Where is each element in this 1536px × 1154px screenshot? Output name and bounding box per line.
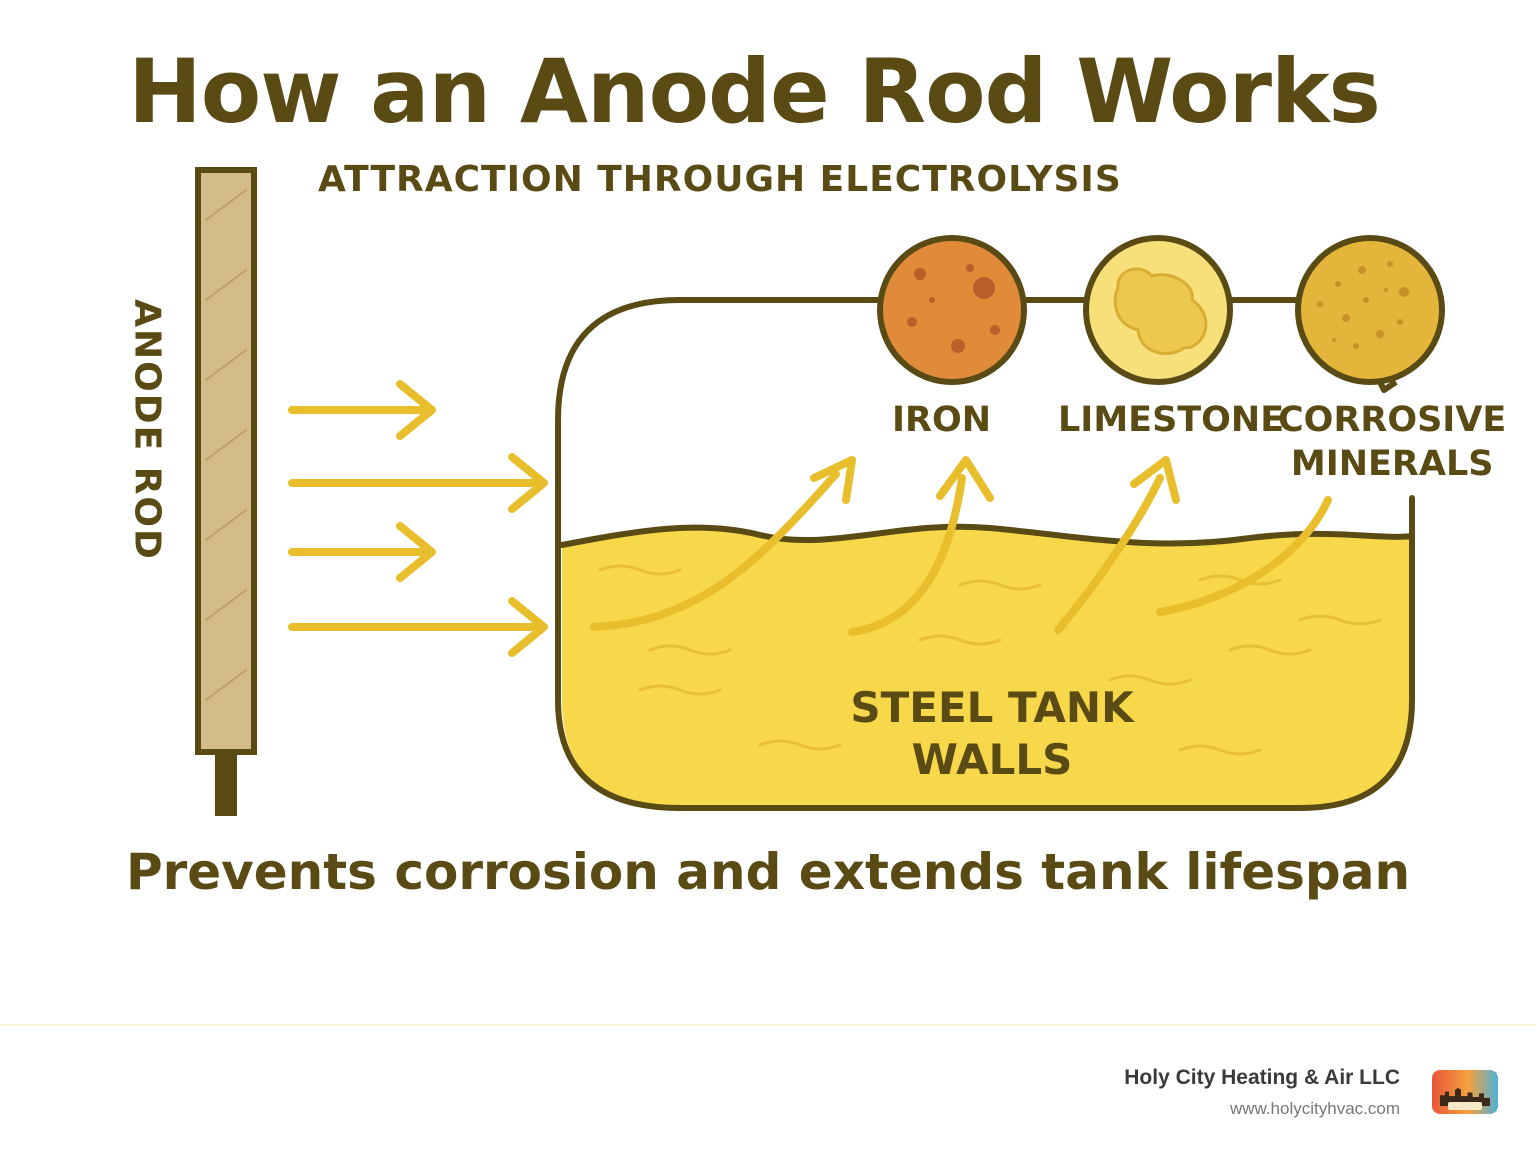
curved-arrow-minerals bbox=[1156, 496, 1332, 616]
steel-tank bbox=[555, 297, 1415, 811]
rising-arrows bbox=[590, 456, 1332, 636]
company-name: Holy City Heating & Air LLC bbox=[1124, 1066, 1400, 1089]
arrow-2 bbox=[288, 453, 548, 513]
iron-label: IRON bbox=[892, 400, 992, 440]
page-title: How an Anode Rod Works bbox=[128, 40, 1381, 143]
corrosive-minerals-circle bbox=[1295, 235, 1445, 393]
company-logo-icon bbox=[1432, 1070, 1498, 1114]
curved-arrow-limestone bbox=[848, 456, 994, 636]
limestone-label: LIMESTONE bbox=[1058, 400, 1285, 440]
iron-circle bbox=[877, 235, 1027, 385]
attraction-arrows bbox=[288, 380, 548, 657]
limestone-circle bbox=[1083, 235, 1233, 385]
benefit-caption: Prevents corrosion and extends tank life… bbox=[125, 843, 1411, 901]
arrow-1 bbox=[288, 380, 436, 440]
anode-rod-label: ANODE ROD bbox=[126, 299, 168, 561]
diagram-subtitle: ATTRACTION THROUGH ELECTROLYSIS bbox=[318, 159, 1122, 200]
curved-arrow-corrosive bbox=[1054, 456, 1180, 634]
water-ripples bbox=[598, 564, 1382, 756]
company-info: Holy City Heating & Air LLC www.holycity… bbox=[1124, 1064, 1400, 1122]
arrow-3 bbox=[288, 522, 436, 582]
company-url[interactable]: www.holycityhvac.com bbox=[1229, 1099, 1400, 1118]
tank-water bbox=[562, 526, 1412, 808]
corrosive-minerals-label: CORROSIVE MINERALS bbox=[1278, 400, 1507, 484]
anode-rod bbox=[195, 167, 257, 816]
steel-tank-label: STEEL TANK WALLS bbox=[850, 683, 1134, 784]
arrow-4 bbox=[288, 597, 548, 657]
footer-divider bbox=[0, 1024, 1536, 1026]
curved-arrow-iron bbox=[590, 456, 856, 631]
